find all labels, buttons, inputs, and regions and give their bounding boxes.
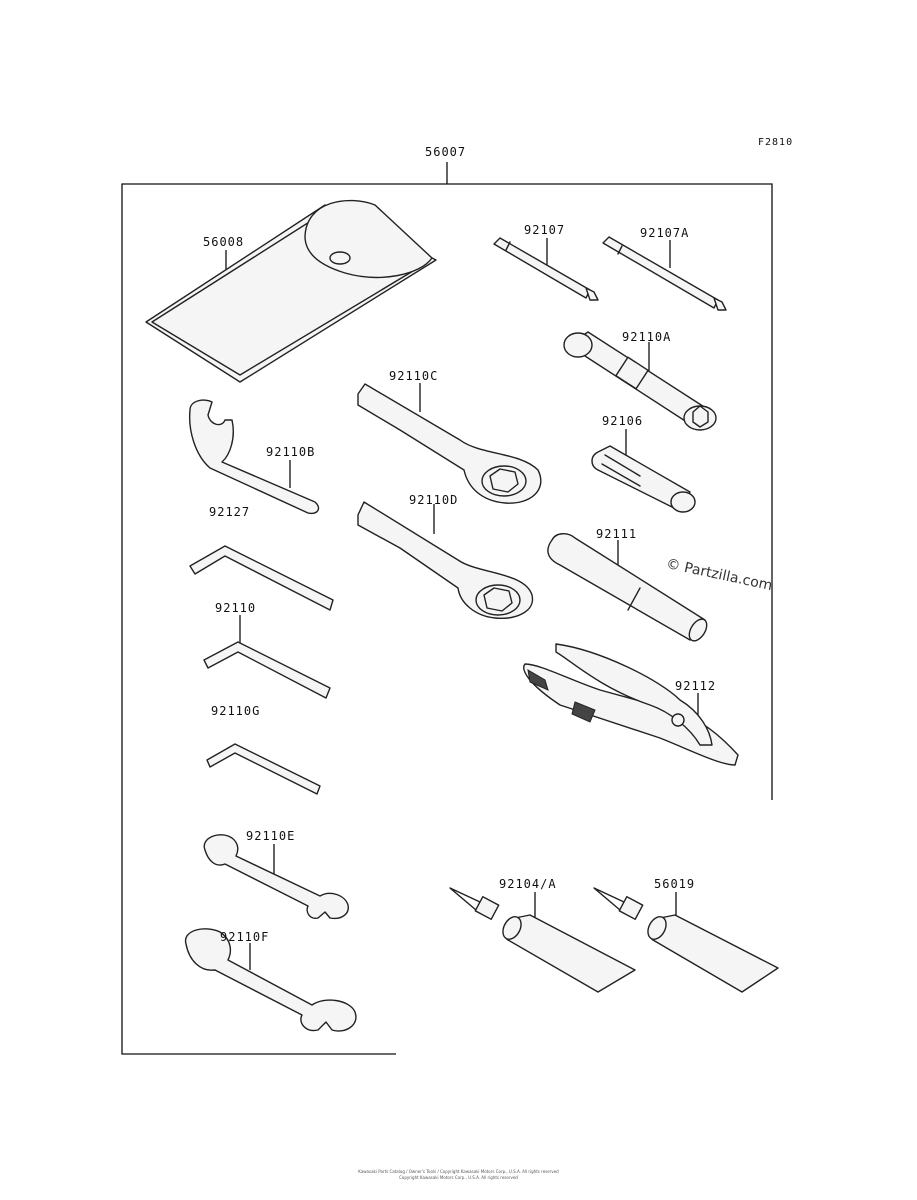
screwdriver-illustration [493, 237, 599, 301]
ring-wrench-c-illustration [357, 383, 542, 504]
part-label-hex-key[interactable]: 92110 [215, 601, 257, 615]
kit-frame [121, 162, 773, 1055]
socket-wrench-illustration [563, 331, 717, 431]
part-label-hex-set[interactable]: 92127 [209, 505, 251, 519]
ring-wrench-d-illustration [357, 501, 534, 619]
part-label-handle[interactable]: 92111 [596, 527, 638, 541]
part-label-kit[interactable]: 56007 [425, 145, 467, 159]
tool-pouch-illustration [145, 199, 437, 383]
part-label-socket-wrench[interactable]: 92110A [622, 330, 672, 344]
part-label-ring-wrench-d[interactable]: 92110D [409, 493, 459, 507]
hex-key-large-illustration [189, 545, 334, 611]
screwdriver-a-illustration [602, 236, 727, 311]
part-label-glue-kit[interactable]: 56019 [654, 877, 696, 891]
adapter-illustration [591, 445, 696, 513]
part-label-ring-wrench-c[interactable]: 92110C [389, 369, 439, 383]
open-wrench-f-illustration [184, 928, 357, 1032]
patch-kit-illustration [449, 887, 636, 993]
footer-line-1: Kawasaki Parts Catalog / Owner's Tools /… [358, 1169, 559, 1174]
hex-key-small-illustration [206, 743, 321, 795]
part-label-open-wrench-f[interactable]: 92110F [220, 930, 270, 944]
hook-spanner-illustration [188, 399, 320, 515]
part-label-screwdriver-a[interactable]: 92107A [640, 226, 690, 240]
part-label-patch-kit[interactable]: 92104/A [499, 877, 557, 891]
open-wrench-e-illustration [203, 834, 349, 920]
part-label-pliers[interactable]: 92112 [675, 679, 717, 693]
part-label-open-wrench-e[interactable]: 92110E [246, 829, 296, 843]
part-label-screwdriver[interactable]: 92107 [524, 223, 566, 237]
figure-code: F2810 [758, 137, 794, 148]
part-label-hex-key-g[interactable]: 92110G [211, 704, 261, 718]
part-label-hook-spanner[interactable]: 92110B [266, 445, 316, 459]
glue-kit-illustration [593, 887, 779, 993]
pliers-illustration [523, 643, 739, 766]
part-label-pouch[interactable]: 56008 [203, 235, 245, 249]
handle-illustration [547, 533, 708, 642]
part-label-adapter[interactable]: 92106 [602, 414, 644, 428]
footer-line-2: Copyright Kawasaki Motors Corp., U.S.A. … [399, 1175, 518, 1180]
hex-key-medium-illustration [203, 641, 331, 699]
